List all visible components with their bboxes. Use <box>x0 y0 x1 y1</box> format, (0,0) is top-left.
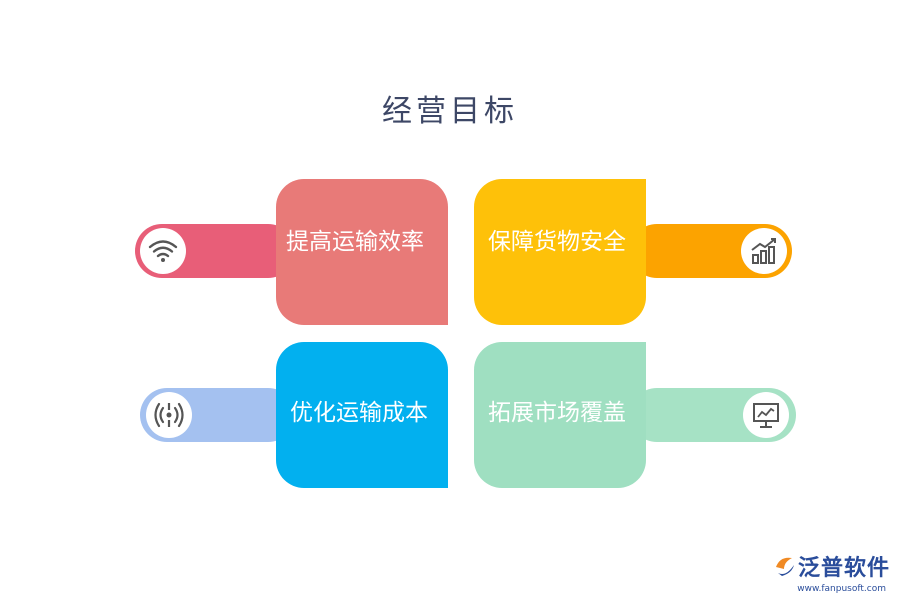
wifi-icon <box>140 228 186 274</box>
presentation-board-icon <box>743 392 789 438</box>
card-safety: 保障货物安全 <box>474 179 646 325</box>
card-efficiency-label: 提高运输效率 <box>286 229 424 255</box>
card-market-label: 拓展市场覆盖 <box>488 400 626 426</box>
signal-broadcast-icon <box>146 392 192 438</box>
card-cost: 优化运输成本 <box>276 342 448 488</box>
page-title: 经营目标 <box>382 94 518 129</box>
card-safety-label: 保障货物安全 <box>488 229 626 255</box>
brand-logo: 泛普软件 <box>772 550 890 582</box>
rising-chart-icon <box>741 228 787 274</box>
card-market: 拓展市场覆盖 <box>474 342 646 488</box>
card-efficiency: 提高运输效率 <box>276 179 448 325</box>
brand-logo-icon <box>775 557 794 576</box>
brand-url: www.fanpusoft.com <box>797 584 886 594</box>
brand-name: 泛普软件 <box>797 556 890 581</box>
card-cost-label: 优化运输成本 <box>290 400 428 426</box>
